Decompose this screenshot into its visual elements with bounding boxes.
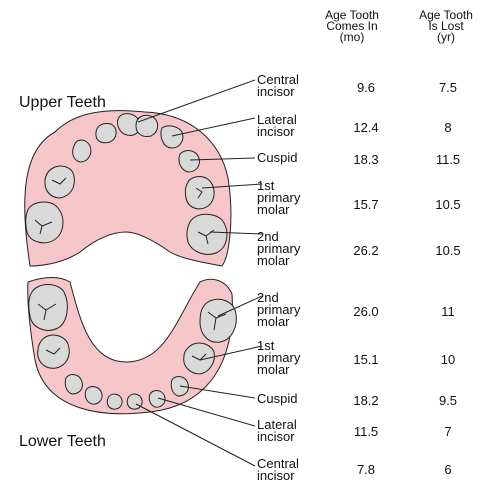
upper-second-molar-label: 2nd primary molar	[257, 231, 300, 267]
upper-second-molar-right-tooth	[187, 214, 227, 254]
lower-central-incisor-left-tooth	[107, 394, 122, 409]
upper-first-molar-label: 1st primary molar	[257, 180, 300, 216]
lower-lateral-incisor-label: Lateral incisor	[257, 419, 297, 443]
upper-central-incisor-label: Central incisor	[257, 74, 299, 98]
upper-cuspid-left-tooth	[73, 140, 91, 162]
lower-second-molar-comes-in: 26.0	[336, 304, 396, 319]
upper-lateral-incisor-label: Lateral incisor	[257, 114, 297, 138]
upper-cuspid-label: Cuspid	[257, 152, 297, 164]
lower-central-incisor-label: Central incisor	[257, 458, 299, 482]
upper-cuspid-right-tooth	[179, 151, 199, 172]
lower-second-molar-left-tooth	[29, 285, 68, 331]
upper-lateral-incisor-left-tooth	[96, 124, 116, 143]
upper-central-incisor-lost: 7.5	[418, 80, 478, 95]
lower-second-molar-lost: 11	[418, 304, 478, 319]
upper-cuspid-comes-in: 18.3	[336, 152, 396, 167]
lower-cuspid-label: Cuspid	[257, 393, 297, 405]
lower-central-incisor-comes-in: 7.8	[336, 462, 396, 477]
lower-first-molar-comes-in: 15.1	[336, 352, 396, 367]
upper-first-molar-left-tooth	[45, 166, 74, 198]
header-comes-in: Age Tooth Comes In (mo)	[316, 10, 388, 43]
lower-cuspid-left-tooth	[65, 375, 82, 394]
upper-second-molar-lost: 10.5	[418, 243, 478, 258]
upper-second-molar-left-tooth	[26, 202, 63, 243]
lower-second-molar-right-tooth	[200, 299, 236, 342]
header-lost: Age Tooth Is Lost (yr)	[410, 10, 482, 43]
lower-lateral-incisor-left-tooth	[85, 387, 102, 405]
upper-lateral-incisor-lost: 8	[418, 120, 478, 135]
upper-cuspid-lost: 11.5	[418, 152, 478, 167]
lower-teeth-label: Lower Teeth	[19, 433, 106, 451]
upper-teeth-label: Upper Teeth	[19, 94, 106, 112]
lower-first-molar-label: 1st primary molar	[257, 340, 300, 376]
upper-central-incisor-comes-in: 9.6	[336, 80, 396, 95]
lower-lateral-incisor-comes-in: 11.5	[336, 424, 396, 439]
lower-central-incisor-lost: 6	[418, 462, 478, 477]
upper-second-molar-comes-in: 26.2	[336, 243, 396, 258]
upper-first-molar-right-tooth	[185, 177, 214, 209]
lower-lateral-incisor-lost: 7	[418, 424, 478, 439]
lower-central-incisor-right-tooth	[127, 394, 142, 409]
upper-first-molar-comes-in: 15.7	[336, 197, 396, 212]
lower-cuspid-right-tooth	[171, 377, 188, 396]
lower-cuspid-comes-in: 18.2	[336, 393, 396, 408]
upper-lateral-incisor-right-tooth	[161, 126, 183, 148]
upper-lateral-incisor-comes-in: 12.4	[336, 120, 396, 135]
lower-first-molar-lost: 10	[418, 352, 478, 367]
upper-first-molar-lost: 10.5	[418, 197, 478, 212]
lower-cuspid-lost: 9.5	[418, 393, 478, 408]
lower-first-molar-left-tooth	[38, 335, 70, 368]
lower-lateral-incisor-right-tooth	[149, 391, 165, 408]
lower-second-molar-label: 2nd primary molar	[257, 292, 300, 328]
